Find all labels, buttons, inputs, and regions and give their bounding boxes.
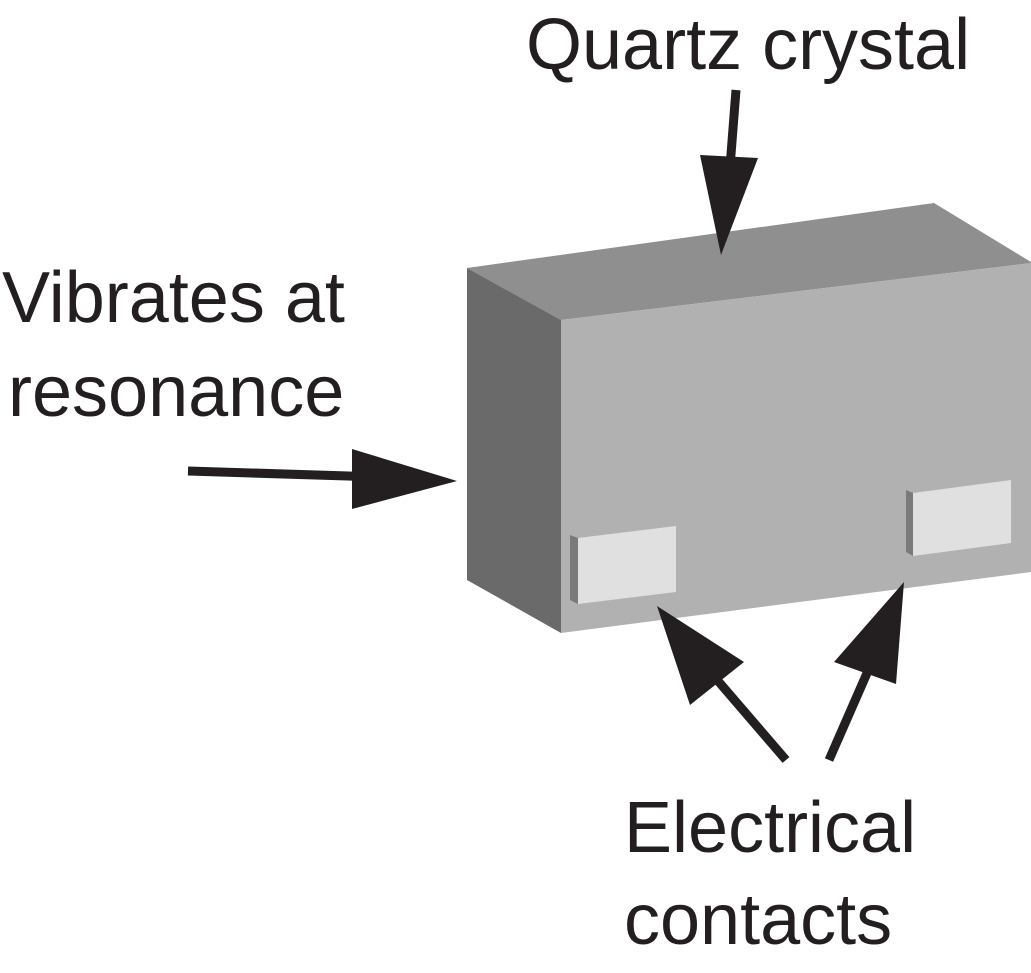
contact-left-edge: [570, 535, 578, 604]
quartz-crystal-block: [467, 203, 1031, 633]
crystal-top-face: [467, 203, 1031, 320]
contact-right-face: [913, 480, 1011, 556]
label-vibrates-line1: Vibrates at: [2, 258, 345, 338]
crystal-left-face: [467, 268, 561, 633]
electrical-contact-right: [906, 480, 1011, 556]
arrow-quartz-crystal: [700, 89, 758, 255]
arrow-vibrates: [187, 449, 457, 509]
contact-right-edge: [906, 490, 913, 556]
electrical-contact-left: [570, 526, 676, 604]
contact-left-face: [578, 526, 676, 604]
label-electrical-line2: contacts: [624, 880, 892, 960]
arrow-contact-left: [657, 606, 790, 763]
label-electrical-line1: Electrical: [624, 788, 916, 868]
arrow-contact-right: [824, 582, 904, 762]
label-quartz-crystal: Quartz crystal: [526, 5, 970, 85]
label-vibrates-line2: resonance: [8, 352, 344, 432]
